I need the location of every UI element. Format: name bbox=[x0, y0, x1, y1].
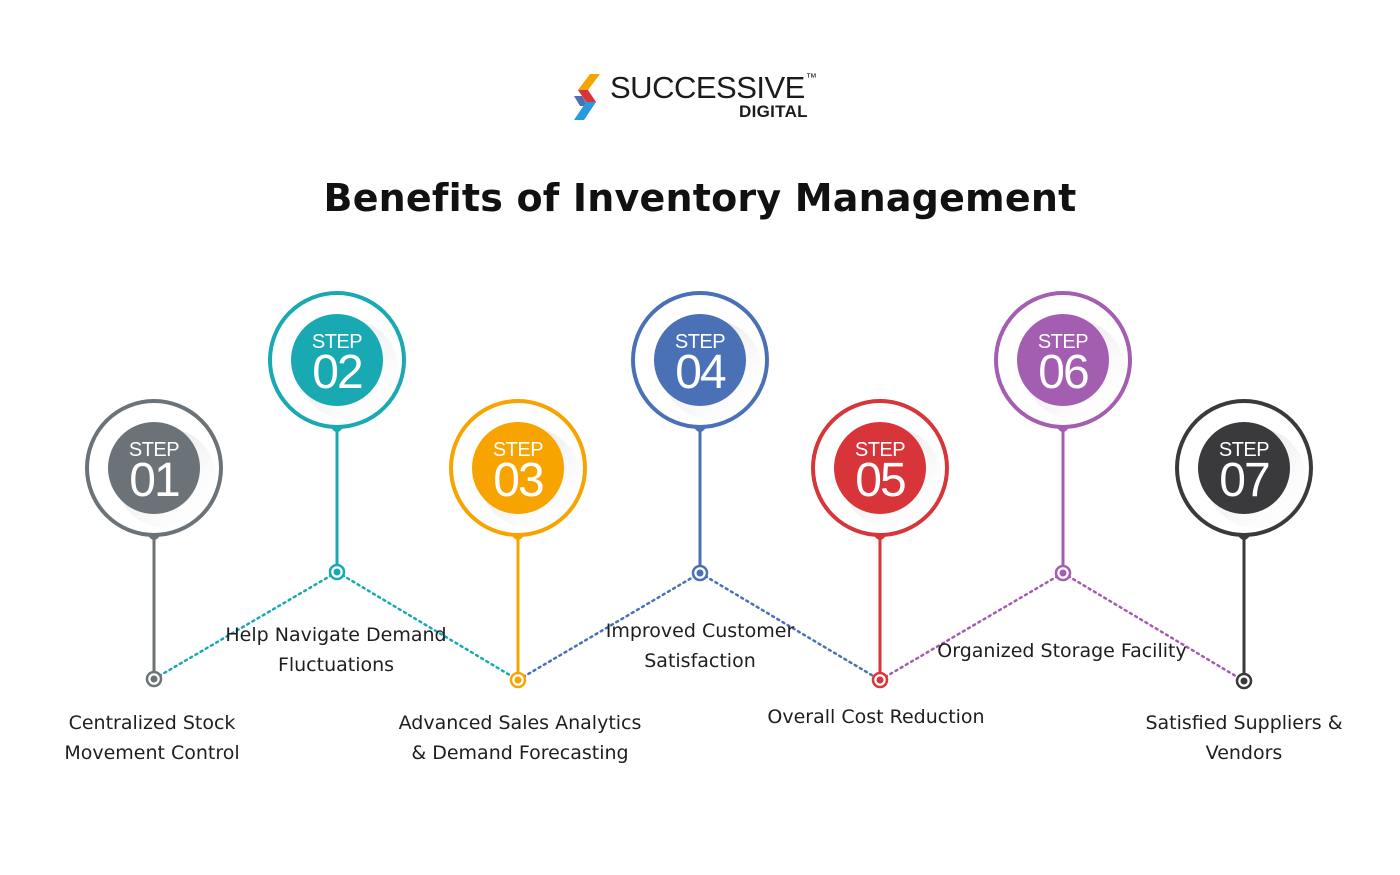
connector-5-6 bbox=[878, 571, 1065, 682]
inner-disc bbox=[1198, 422, 1290, 514]
page-title: Benefits of Inventory Management bbox=[323, 176, 1077, 220]
step-word: STEP bbox=[493, 439, 543, 461]
inner-disc bbox=[654, 314, 746, 406]
step-nodes: STEP01STEP02STEP03STEP04STEP05STEP06STEP… bbox=[85, 291, 1313, 690]
step-word: STEP bbox=[1219, 439, 1269, 461]
step-dot-center bbox=[333, 568, 341, 576]
step-label-03: Advanced Sales Analytics & Demand Foreca… bbox=[398, 712, 642, 764]
successive-logo-icon bbox=[574, 74, 600, 120]
connector-1-2 bbox=[152, 570, 339, 681]
brand-logo: SUCCESSIVE™ DIGITAL bbox=[572, 70, 832, 126]
inner-disc bbox=[834, 422, 926, 514]
brand-name: SUCCESSIVE™ bbox=[610, 70, 817, 105]
connector-6-7 bbox=[1061, 571, 1246, 683]
step-label-04: Improved Customer Satisfaction bbox=[605, 620, 795, 672]
step-number: 05 bbox=[855, 454, 905, 507]
step-word: STEP bbox=[129, 439, 179, 461]
step-number: 04 bbox=[675, 346, 726, 399]
step-number: 03 bbox=[493, 454, 543, 507]
step-number: 06 bbox=[1038, 346, 1088, 399]
step-label-05: Overall Cost Reduction bbox=[767, 706, 985, 728]
step-word: STEP bbox=[675, 331, 725, 353]
step-label-07: Satisfied Suppliers & Vendors bbox=[1145, 712, 1343, 764]
step-dot-center bbox=[876, 676, 884, 684]
brand-subtitle: DIGITAL bbox=[739, 102, 808, 121]
step-label-06: Organized Storage Facility bbox=[937, 640, 1187, 662]
step-word: STEP bbox=[1038, 331, 1088, 353]
connector-3-4 bbox=[516, 571, 702, 682]
step-dot-center bbox=[1240, 677, 1248, 685]
step-word: STEP bbox=[312, 331, 362, 353]
inner-disc bbox=[291, 314, 383, 406]
inner-disc bbox=[472, 422, 564, 514]
step-dot-center bbox=[696, 569, 704, 577]
step-dot-center bbox=[150, 675, 158, 683]
step-dot-center bbox=[1059, 569, 1067, 577]
step-number: 01 bbox=[129, 454, 179, 507]
inner-disc bbox=[108, 422, 200, 514]
dotted-connectors bbox=[152, 570, 1246, 683]
connector-2-3 bbox=[335, 570, 520, 682]
step-label-02: Help Navigate Demand Fluctuations bbox=[225, 624, 447, 676]
step-label-01: Centralized Stock Movement Control bbox=[64, 712, 240, 764]
inner-disc bbox=[1017, 314, 1109, 406]
step-number: 02 bbox=[312, 346, 362, 399]
step-word: STEP bbox=[855, 439, 905, 461]
step-number: 07 bbox=[1219, 454, 1269, 507]
connector-4-5 bbox=[698, 571, 882, 682]
step-dot-center bbox=[514, 676, 522, 684]
